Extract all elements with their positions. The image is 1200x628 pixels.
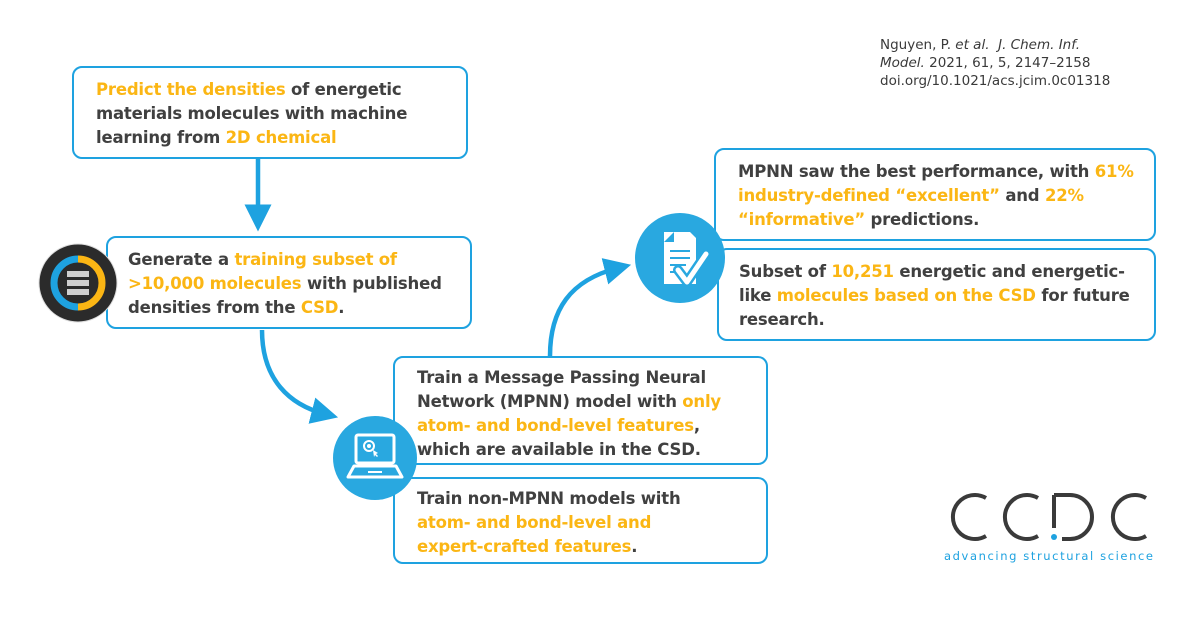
journal-name-cont: Model.: [880, 55, 925, 71]
laptop-icon: [333, 416, 417, 500]
goal-text: Predict the densities of energetic mater…: [96, 80, 408, 147]
document-check-icon: [635, 213, 725, 303]
ccdc-logo: [950, 493, 1148, 541]
train-mpnn-text: Train a Message Passing Neural Network (…: [417, 368, 721, 459]
arrow-train-to-results: [547, 258, 632, 357]
database-icon: [38, 243, 118, 323]
citation-line-2: Model. 2021, 61, 5, 2147–2158: [880, 55, 1091, 71]
generate-text: Generate a training subset of >10,000 mo…: [128, 250, 442, 317]
result-subset-box: Subset of 10,251 energetic and energetic…: [717, 248, 1156, 341]
arrow-generate-to-train: [259, 329, 339, 424]
result-performance-text: MPNN saw the best performance, with 61% …: [738, 162, 1134, 229]
generate-box: Generate a training subset of >10,000 mo…: [106, 236, 472, 329]
result-performance-box: MPNN saw the best performance, with 61% …: [714, 148, 1156, 241]
train-mpnn-box: Train a Message Passing Neural Network (…: [393, 356, 768, 465]
goal-box: Predict the densities of energetic mater…: [72, 66, 468, 159]
train-non-mpnn-text: Train non-MPNN models with atom- and bon…: [417, 489, 681, 556]
result-subset-text: Subset of 10,251 energetic and energetic…: [739, 262, 1130, 329]
journal-name: J. Chem. Inf.: [998, 37, 1081, 53]
citation-doi: doi.org/10.1021/acs.jcim.0c01318: [880, 73, 1111, 89]
citation: Nguyen, P. et al. J. Chem. Inf. Model. 2…: [880, 36, 1110, 90]
logo-tagline: advancing structural science: [944, 549, 1155, 563]
citation-line-1: Nguyen, P. et al. J. Chem. Inf.: [880, 37, 1081, 53]
train-non-mpnn-box: Train non-MPNN models with atom- and bon…: [393, 477, 768, 564]
